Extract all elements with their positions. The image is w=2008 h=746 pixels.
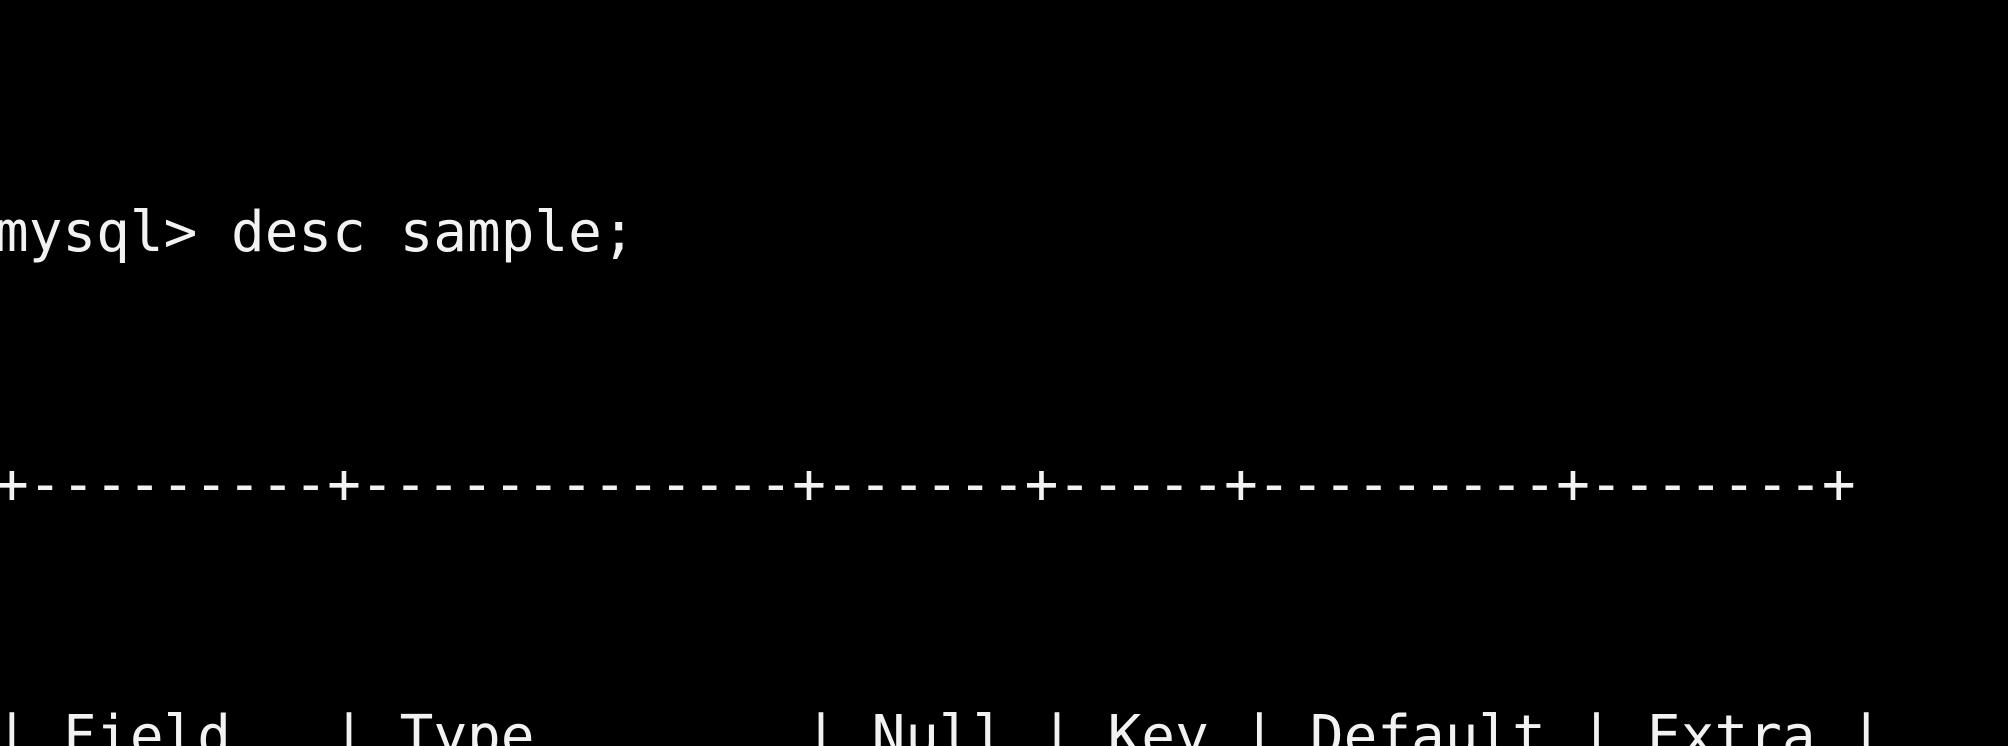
table-border-top: +---------+-------------+------+-----+--… <box>0 452 1856 517</box>
prompt-line: mysql> desc sample; <box>0 200 636 265</box>
table-header-row: | Field | Type | Null | Key | Default | … <box>0 704 1884 746</box>
terminal-screen: mysql> desc sample; +---------+---------… <box>0 12 1883 746</box>
